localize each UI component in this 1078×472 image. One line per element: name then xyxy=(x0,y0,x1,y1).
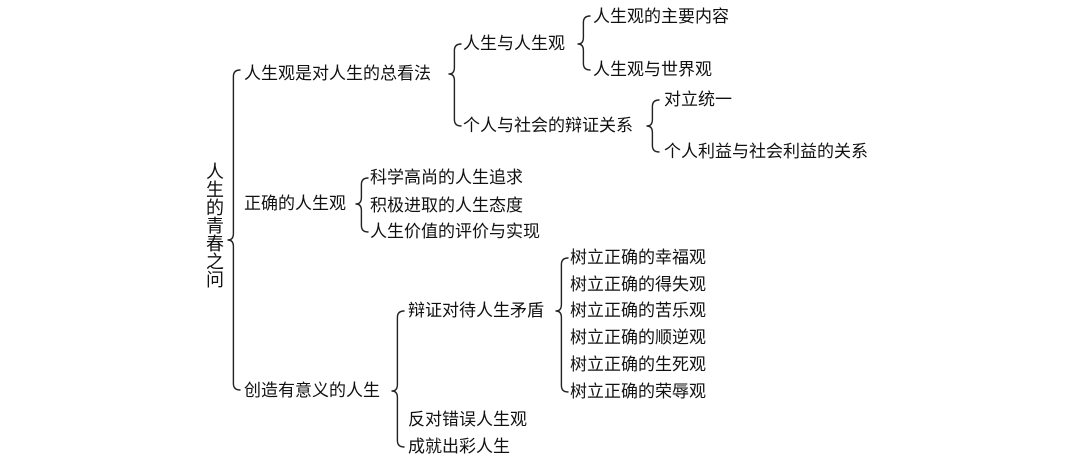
branch-3-1-1-label: 树立正确的幸福观 xyxy=(570,248,706,268)
branch-1-2-2-label: 个人利益与社会利益的关系 xyxy=(664,142,868,162)
branch-1-2-1-label: 对立统一 xyxy=(664,90,732,110)
branch-3-label: 创造有意义的人生 xyxy=(244,381,380,401)
branch-2-brace xyxy=(355,177,369,233)
branch-3-1-6-label: 树立正确的荣辱观 xyxy=(570,382,706,402)
branch-3-1-2-label: 树立正确的得失观 xyxy=(570,275,706,295)
branch-3-brace xyxy=(391,310,405,448)
branch-2-label: 正确的人生观 xyxy=(244,194,346,214)
branch-2-1-label: 科学高尚的人生追求 xyxy=(370,168,523,188)
branch-3-2-label: 反对错误人生观 xyxy=(408,410,527,430)
branch-1-1-2-label: 人生观与世界观 xyxy=(593,60,712,80)
branch-3-3-label: 成就出彩人生 xyxy=(408,437,510,457)
branch-1-1-1-label: 人生观的主要内容 xyxy=(593,7,729,27)
branch-1-2-brace xyxy=(646,99,660,153)
branch-3-1-5-label: 树立正确的生死观 xyxy=(570,355,706,375)
branch-3-1-4-label: 树立正确的顺逆观 xyxy=(570,328,706,348)
branch-3-1-3-label: 树立正确的苦乐观 xyxy=(570,301,706,321)
branch-3-1-brace xyxy=(555,257,569,393)
branch-2-2-label: 积极进取的人生态度 xyxy=(370,196,523,216)
branch-3-1-label: 辩证对待人生矛盾 xyxy=(408,301,544,321)
branch-2-3-label: 人生价值的评价与实现 xyxy=(370,222,540,242)
root-brace xyxy=(227,69,241,391)
branch-1-label: 人生观是对人生的总看法 xyxy=(244,64,431,84)
branch-1-1-brace xyxy=(577,15,591,71)
root-label: 人生的青春之问 xyxy=(203,162,224,288)
branch-1-brace xyxy=(448,43,462,127)
branch-1-1-label: 人生与人生观 xyxy=(463,34,565,54)
branch-1-2-label: 个人与社会的辩证关系 xyxy=(463,116,633,136)
